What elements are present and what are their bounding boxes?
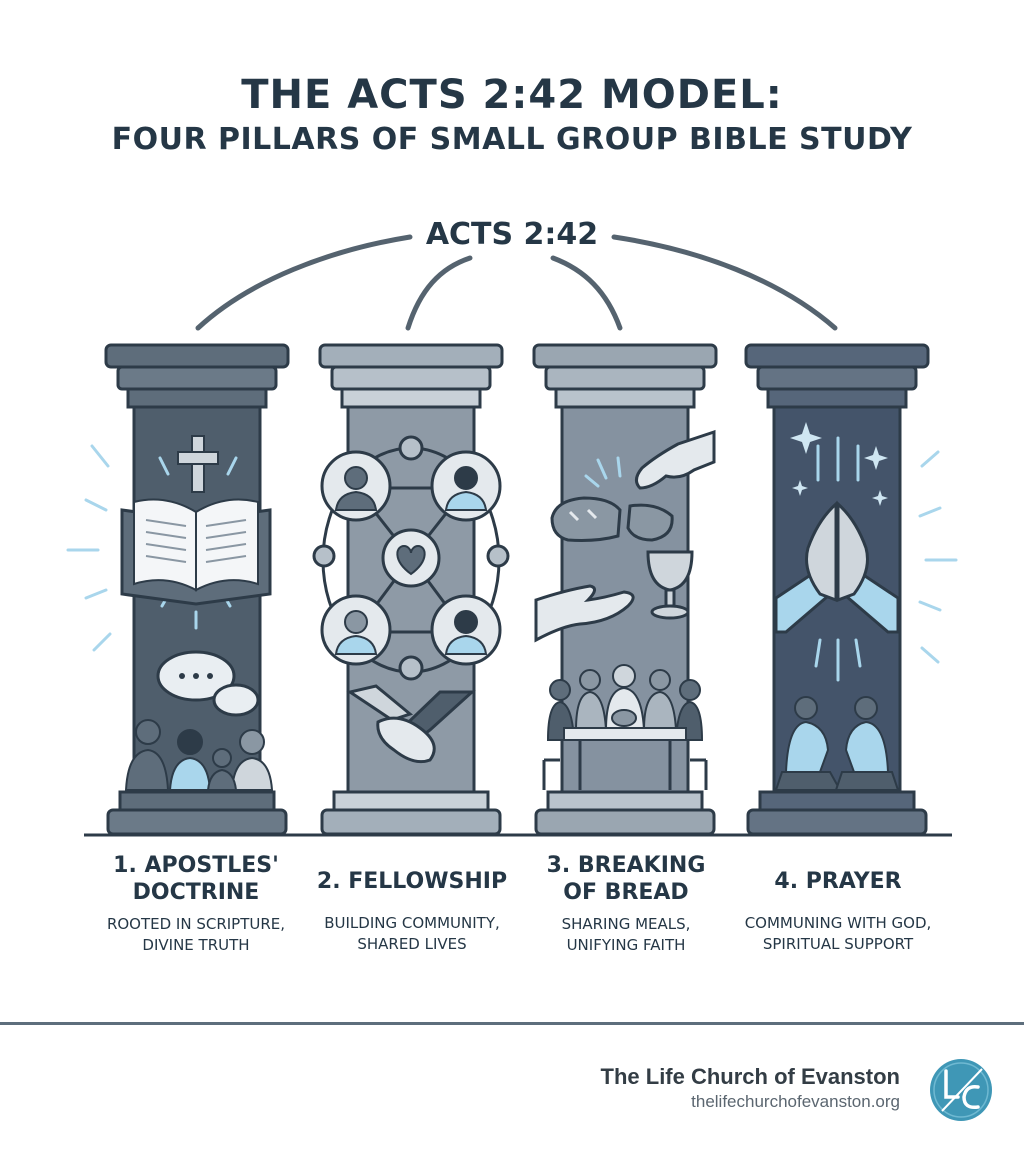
acts-arch [195,234,838,331]
church-logo-icon [930,1059,992,1121]
subtitle: FOUR PILLARS OF SMALL GROUP BIBLE STUDY [111,122,913,157]
pillar-title: 3. BREAKING [546,853,706,878]
pillar-title: OF BREAD [563,880,689,905]
pillar-title: DOCTRINE [132,880,260,905]
pillar-title: 1. APOSTLES' [113,853,279,878]
main-title: THE ACTS 2:42 MODEL: [241,72,783,118]
pillar-title: 2. FELLOWSHIP [316,869,508,894]
giving-hand-icon [635,429,716,490]
footer-divider [0,1022,1024,1025]
community-network-icon [312,435,510,764]
pillar-description: BUILDING COMMUNITY,SHARED LIVES [324,914,500,953]
kneeling-people-icon [774,696,900,791]
speech-bubble-icon [156,650,260,717]
open-bible-icon [66,435,274,791]
pillar-label-3: 3. BREAKING OF BREAD SHARING MEALS,UNIFY… [506,852,746,956]
arch-label: ACTS 2:42 [426,217,598,252]
pillars-illustration: ACTS 2:42 [66,217,958,837]
cross-icon [177,435,219,493]
pillar-description: SHARING MEALS,UNIFYING FAITH [561,915,691,954]
praying-hands-icon [774,422,958,791]
group-people-icon [124,719,274,791]
org-name: The Life Church of Evanston [600,1064,900,1089]
pillar-breaking-of-bread [532,343,718,836]
receiving-hand-icon [534,584,635,643]
pillar-label-1: 1. APOSTLES' DOCTRINE ROOTED IN SCRIPTUR… [76,852,316,956]
bread-cup-icon [534,429,716,790]
pillar-description: COMMUNING WITH GOD,SPIRITUAL SUPPORT [744,914,932,953]
org-url[interactable]: thelifechurchofevanston.org [691,1092,900,1111]
pillar-label-2: 2. FELLOWSHIP BUILDING COMMUNITY,SHARED … [292,868,532,955]
handshake-icon [346,684,476,764]
bread-icon [550,496,674,542]
footer-org: The Life Church of Evanston thelifechurc… [601,1064,900,1112]
table-people-icon [542,664,708,790]
cup-icon [646,550,694,620]
heart-icon [396,544,426,576]
pillar-label-4: 4. PRAYER COMMUNING WITH GOD,SPIRITUAL S… [718,868,958,955]
sparkle-icon [790,422,888,506]
pillar-description: ROOTED IN SCRIPTURE,DIVINE TRUTH [106,915,286,954]
pillar-title: 4. PRAYER [774,869,902,894]
